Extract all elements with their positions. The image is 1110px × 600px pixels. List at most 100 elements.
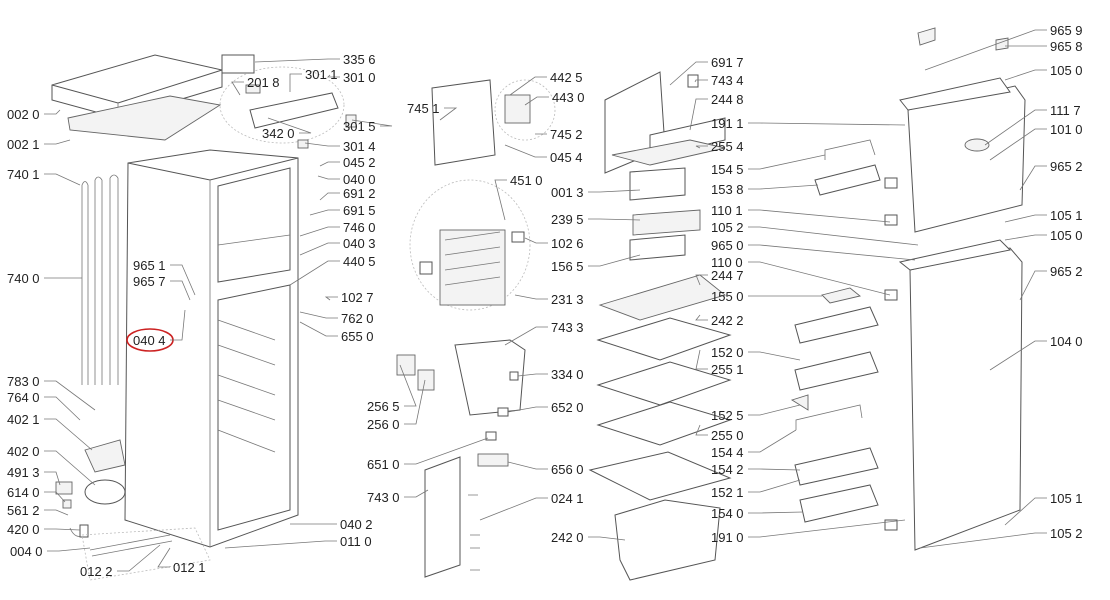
part-label: 104 0 (1050, 334, 1083, 349)
leader-line (494, 179, 507, 221)
part-label: 110 1 (711, 203, 743, 218)
evaporator-cover (431, 79, 556, 166)
leader-line (267, 117, 312, 134)
leader-line (507, 406, 548, 413)
part-label: 045 2 (343, 155, 376, 170)
leader-line (44, 396, 81, 421)
leader-line (1004, 497, 1047, 526)
leader-line (479, 497, 548, 521)
leader-line (524, 96, 549, 106)
leader-line (404, 379, 426, 425)
part-label: 762 0 (341, 311, 374, 326)
fridge-door-inner-panel (424, 453, 509, 578)
top-cover-insert (67, 95, 222, 141)
part-label: 002 0 (7, 107, 40, 122)
leader-line (748, 154, 826, 170)
part-label: 443 0 (552, 90, 585, 105)
leader-line (514, 294, 548, 300)
part-label: 746 0 (343, 220, 376, 235)
part-label: 420 0 (7, 522, 40, 537)
part-label: 011 0 (340, 534, 372, 549)
leader-line (44, 418, 93, 451)
part-label: 402 1 (7, 412, 40, 427)
leader-line (324, 296, 338, 301)
leader-line (748, 184, 819, 190)
leader-line (44, 109, 61, 115)
part-label: 040 2 (340, 517, 373, 532)
part-label: 743 3 (551, 320, 584, 335)
leader-line (919, 532, 1047, 549)
part-label: 154 4 (711, 445, 744, 460)
part-label: 691 7 (711, 55, 744, 70)
leader-line (588, 254, 641, 267)
part-label: 256 0 (367, 417, 400, 432)
part-label: 743 0 (367, 490, 400, 505)
fridge-cabinet (124, 149, 299, 548)
part-label: 745 2 (550, 127, 583, 142)
part-label: 652 0 (551, 400, 584, 415)
part-label: 745 1 (407, 101, 440, 116)
leader-line (399, 364, 417, 407)
part-label: 102 6 (551, 236, 584, 251)
leader-line (299, 311, 338, 319)
freezer-back-panel (604, 71, 726, 261)
thermostat-housing (396, 339, 526, 441)
part-label: 040 3 (343, 236, 376, 251)
part-label: 334 0 (551, 367, 584, 382)
part-label: 105 0 (1050, 63, 1083, 78)
part-label: 965 0 (711, 238, 744, 253)
part-label: 153 8 (711, 182, 744, 197)
part-label: 965 9 (1050, 23, 1083, 38)
leader-line (517, 373, 548, 377)
leader-line (748, 404, 801, 416)
part-label: 191 1 (711, 116, 744, 131)
leader-line (319, 192, 340, 201)
leader-line (309, 209, 340, 216)
part-label: 191 0 (711, 530, 744, 545)
part-label: 656 0 (551, 462, 584, 477)
part-label: 154 5 (711, 162, 744, 177)
leader-line (289, 260, 340, 286)
leader-line (588, 189, 641, 193)
part-label: 255 1 (711, 362, 744, 377)
part-label: 965 7 (133, 274, 166, 289)
part-label: 691 2 (343, 186, 376, 201)
part-label: 242 0 (551, 530, 584, 545)
part-label: 335 6 (343, 52, 376, 67)
part-label: 740 1 (7, 167, 40, 182)
evaporator (409, 179, 531, 311)
fridge-shelves (588, 274, 732, 581)
part-label: 024 1 (551, 491, 584, 506)
part-label: 440 5 (343, 254, 376, 269)
leader-line (299, 242, 340, 256)
door-bins (790, 139, 881, 523)
leader-line (1019, 165, 1047, 191)
leader-line (44, 450, 96, 486)
leader-line (1004, 234, 1047, 241)
part-label: 301 0 (343, 70, 376, 85)
leader-line (299, 226, 340, 237)
leader-line (694, 79, 708, 83)
part-label: 152 1 (711, 485, 744, 500)
leader-line (524, 237, 548, 244)
part-label: 105 0 (1050, 228, 1083, 243)
leader-line (748, 511, 804, 514)
leader-line (507, 461, 548, 470)
leader-line (1004, 69, 1047, 81)
leader-line (748, 429, 797, 453)
leader-line (299, 321, 338, 337)
leader-line (47, 547, 91, 552)
part-label: 110 0 (711, 255, 743, 270)
part-label: 255 4 (711, 139, 744, 154)
leader-line (170, 309, 186, 341)
part-label: 040 4 (133, 333, 166, 348)
part-label: 965 2 (1050, 159, 1083, 174)
leader-line (1004, 214, 1047, 223)
leader-line (319, 161, 340, 167)
part-label: 255 0 (711, 428, 744, 443)
leader-line (748, 226, 919, 246)
leader-line (44, 139, 71, 145)
leader-line (689, 98, 708, 131)
